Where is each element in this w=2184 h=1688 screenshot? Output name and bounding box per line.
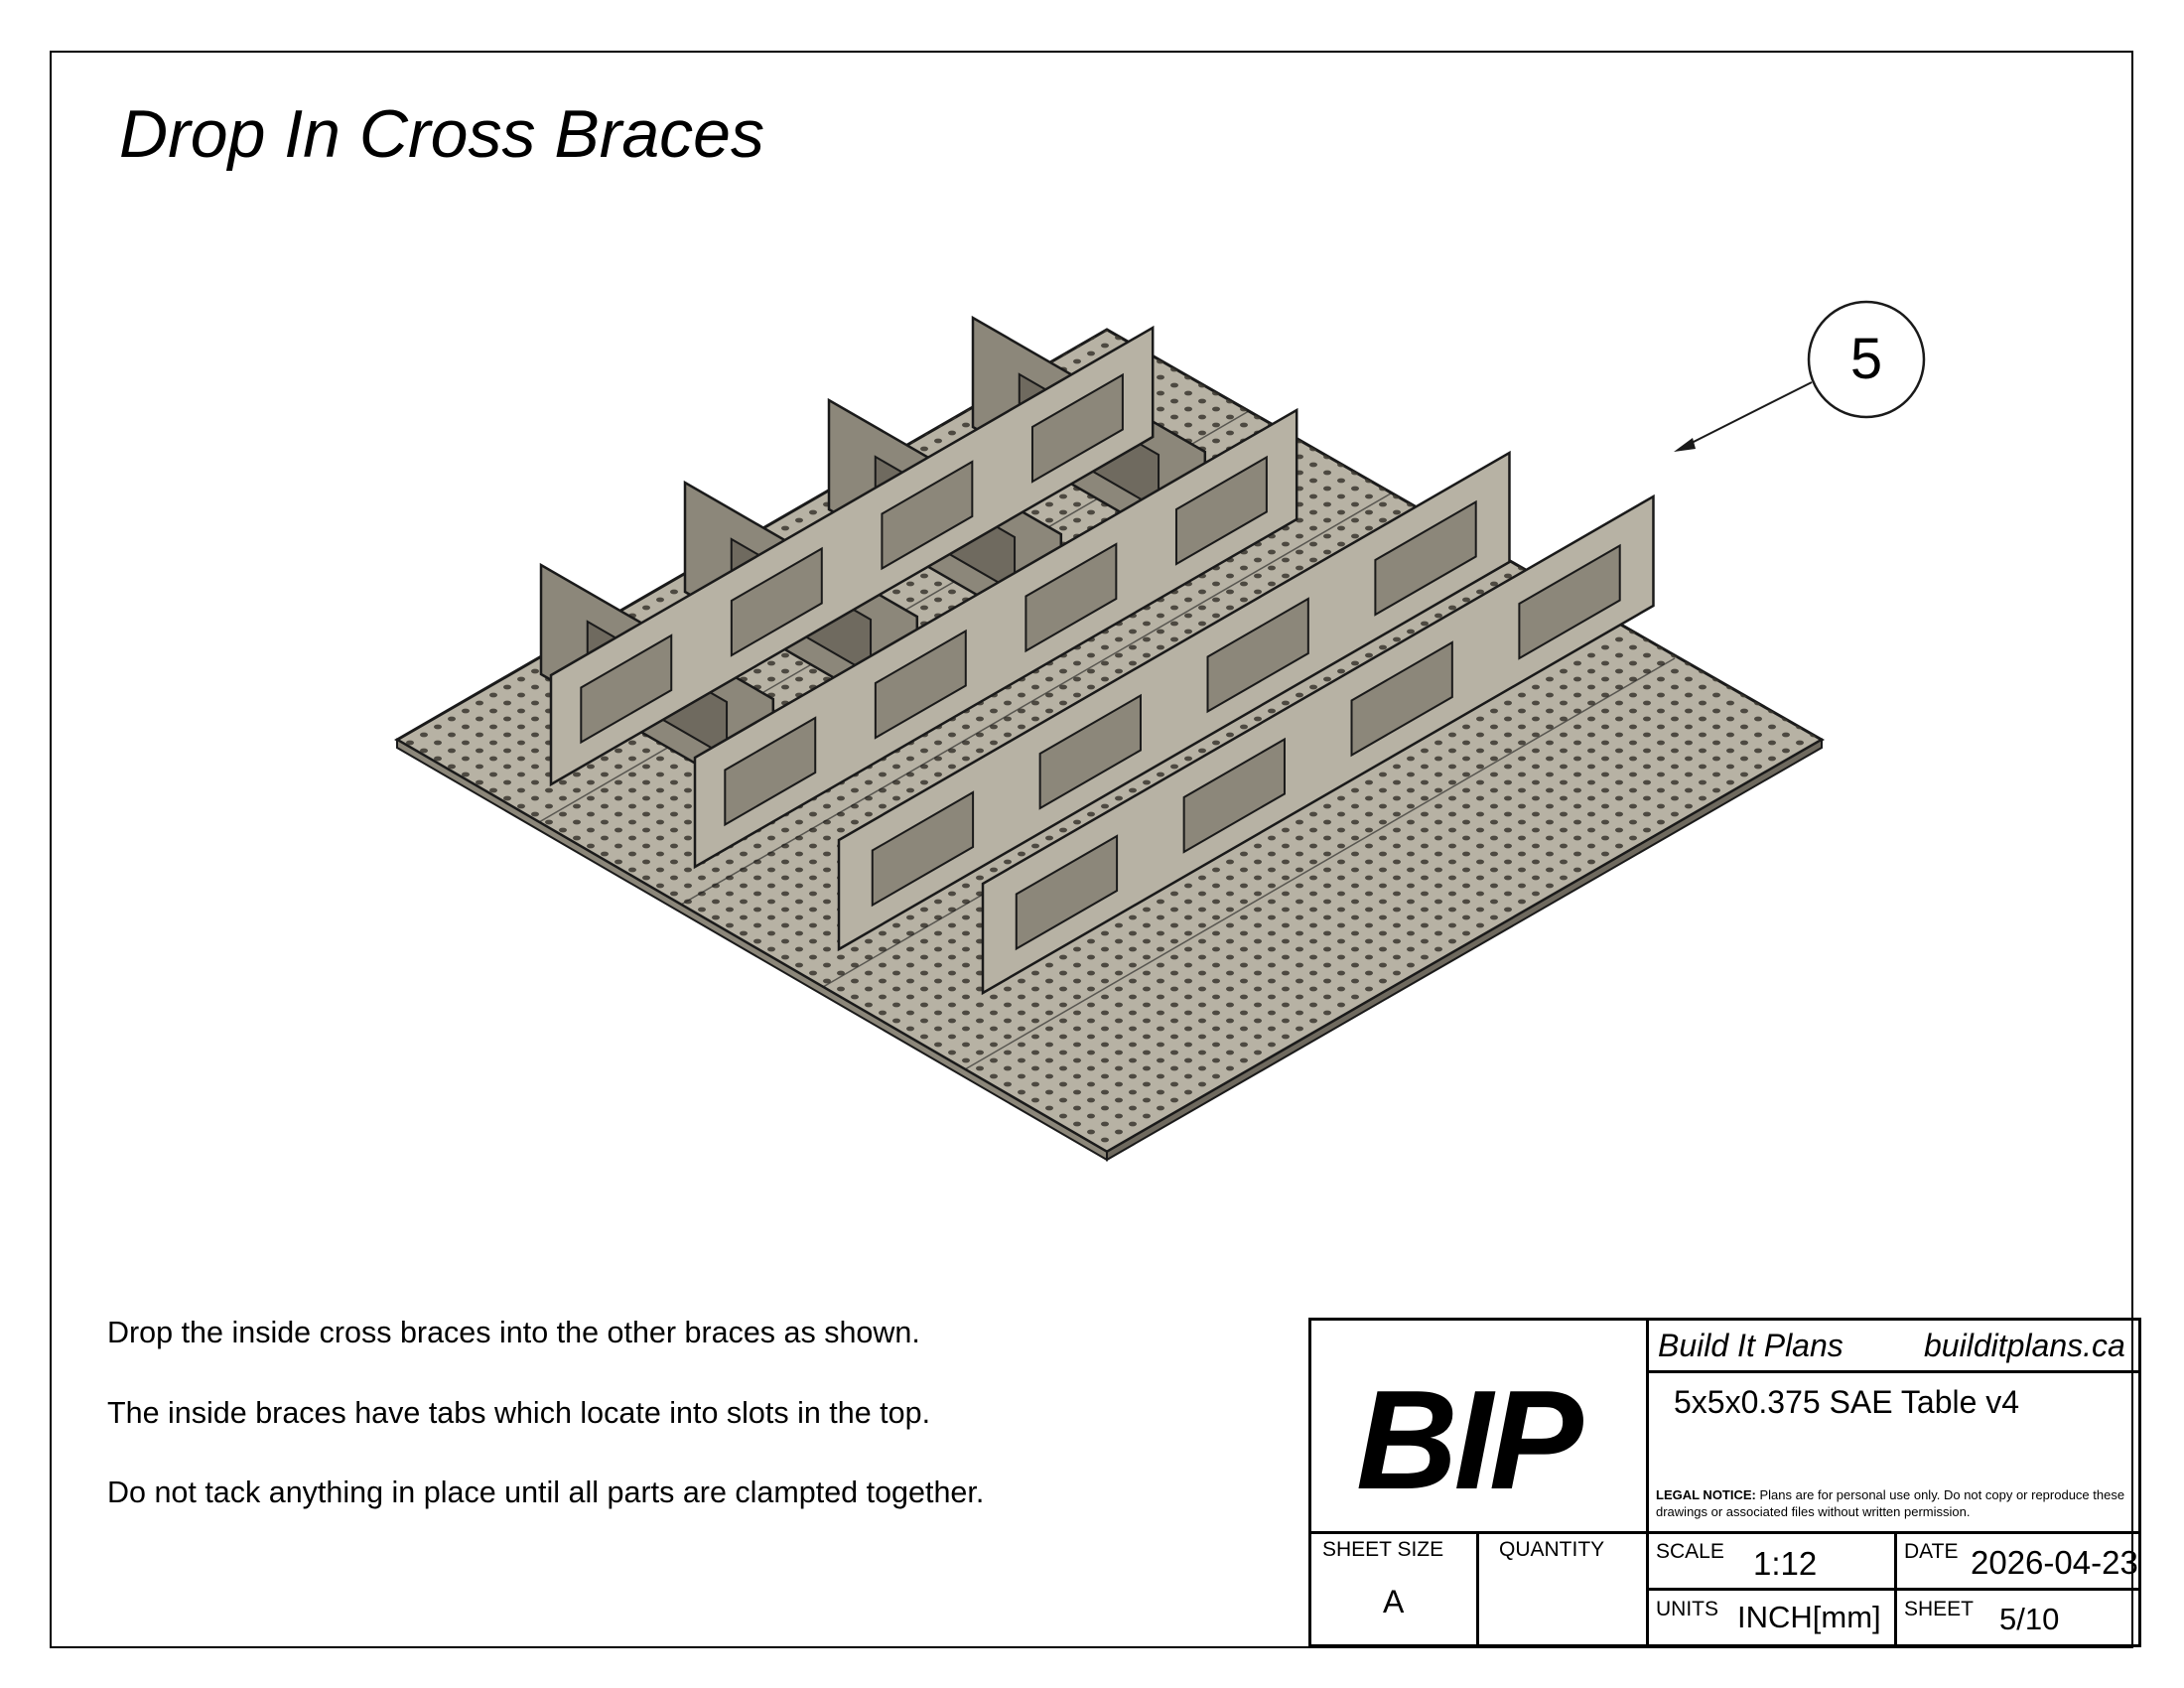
note-2: The inside braces have tabs which locate…	[107, 1396, 931, 1430]
tb-divider-date	[1894, 1531, 1897, 1647]
note-1: Drop the inside cross braces into the ot…	[107, 1316, 920, 1349]
scale-label: SCALE	[1656, 1540, 1724, 1563]
sheet-value: 5/10	[1999, 1602, 2060, 1636]
company-website: builditplans.ca	[1924, 1328, 2125, 1363]
sheet-label: SHEET	[1904, 1598, 1975, 1620]
tb-divider-main	[1308, 1531, 2141, 1534]
date-value: 2026-04-23	[1971, 1544, 2138, 1581]
bip-logo: BIP	[1356, 1361, 1583, 1519]
sheet-title: Drop In Cross Braces	[119, 96, 764, 172]
tb-divider-logo	[1646, 1318, 1649, 1647]
drawing-frame	[50, 51, 2133, 1648]
project-title: 5x5x0.375 SAE Table v4	[1674, 1384, 2020, 1420]
side-brace-2	[693, 407, 1298, 870]
balloon-number: 5	[1849, 327, 1883, 391]
date-label: DATE	[1904, 1540, 1959, 1563]
legal-notice-text: Plans are for personal use only. Do not …	[1656, 1487, 2125, 1519]
legal-notice-label: LEGAL NOTICE:	[1656, 1487, 1756, 1502]
tb-border-top	[1308, 1318, 2141, 1321]
tb-border-right	[2138, 1318, 2141, 1647]
quantity-label: QUANTITY	[1499, 1538, 1605, 1561]
tb-border-bottom	[1308, 1644, 2141, 1647]
tb-border-left	[1308, 1318, 1311, 1647]
callout-balloon-5	[1674, 300, 1926, 452]
scale-value: 1:12	[1753, 1545, 1818, 1582]
tb-divider-units	[1646, 1588, 2141, 1591]
units-label: UNITS	[1656, 1598, 1718, 1620]
inside-brace-2	[981, 493, 1655, 996]
company-name: Build It Plans	[1658, 1328, 1843, 1363]
units-value: INCH[mm]	[1737, 1600, 1881, 1634]
side-brace-1	[549, 325, 1155, 787]
tb-divider-company	[1646, 1370, 2141, 1373]
title-block: BIP Build It Plans builditplans.ca 5x5x0…	[1308, 1318, 2141, 1647]
note-3: Do not tack anything in place until all …	[107, 1476, 985, 1509]
sheet-size-label: SHEET SIZE	[1322, 1538, 1444, 1561]
legal-notice: LEGAL NOTICE: Plans are for personal use…	[1656, 1486, 2137, 1520]
inside-brace-1	[837, 450, 1511, 952]
tb-divider-size	[1476, 1531, 1479, 1647]
sheet-size-value: A	[1383, 1584, 1405, 1619]
